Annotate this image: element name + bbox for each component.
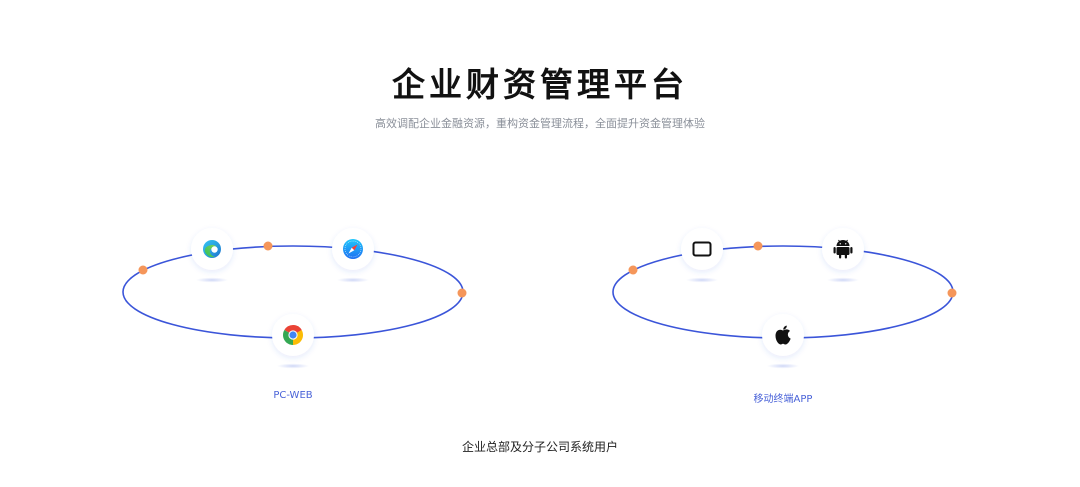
edge-icon: [191, 228, 233, 283]
platform-label-pc-web: PC-WEB: [273, 390, 313, 401]
platform-label-mobile-app: 移动终端APP: [753, 394, 813, 405]
target-users-caption: 企业总部及分子公司系统用户: [461, 440, 618, 454]
orbit-dot: [138, 265, 148, 275]
apple-icon: [762, 314, 804, 369]
tablet-icon: [681, 228, 723, 283]
orbit-dot: [628, 265, 638, 275]
safari-icon: [332, 228, 374, 283]
mobile-app-orbit-group: [612, 228, 957, 369]
page-subtitle: 高效调配企业金融资源，重构资金管理流程，全面提升资金管理体验: [375, 117, 705, 130]
android-icon: [822, 228, 864, 283]
pc-web-orbit-group: [122, 228, 467, 369]
orbit-dot: [263, 241, 273, 251]
page-title: 企业财资管理平台: [392, 65, 688, 104]
chrome-icon: [272, 314, 314, 369]
orbit-dot: [457, 288, 467, 298]
orbit-dot: [753, 241, 763, 251]
orbit-dot: [947, 288, 957, 298]
